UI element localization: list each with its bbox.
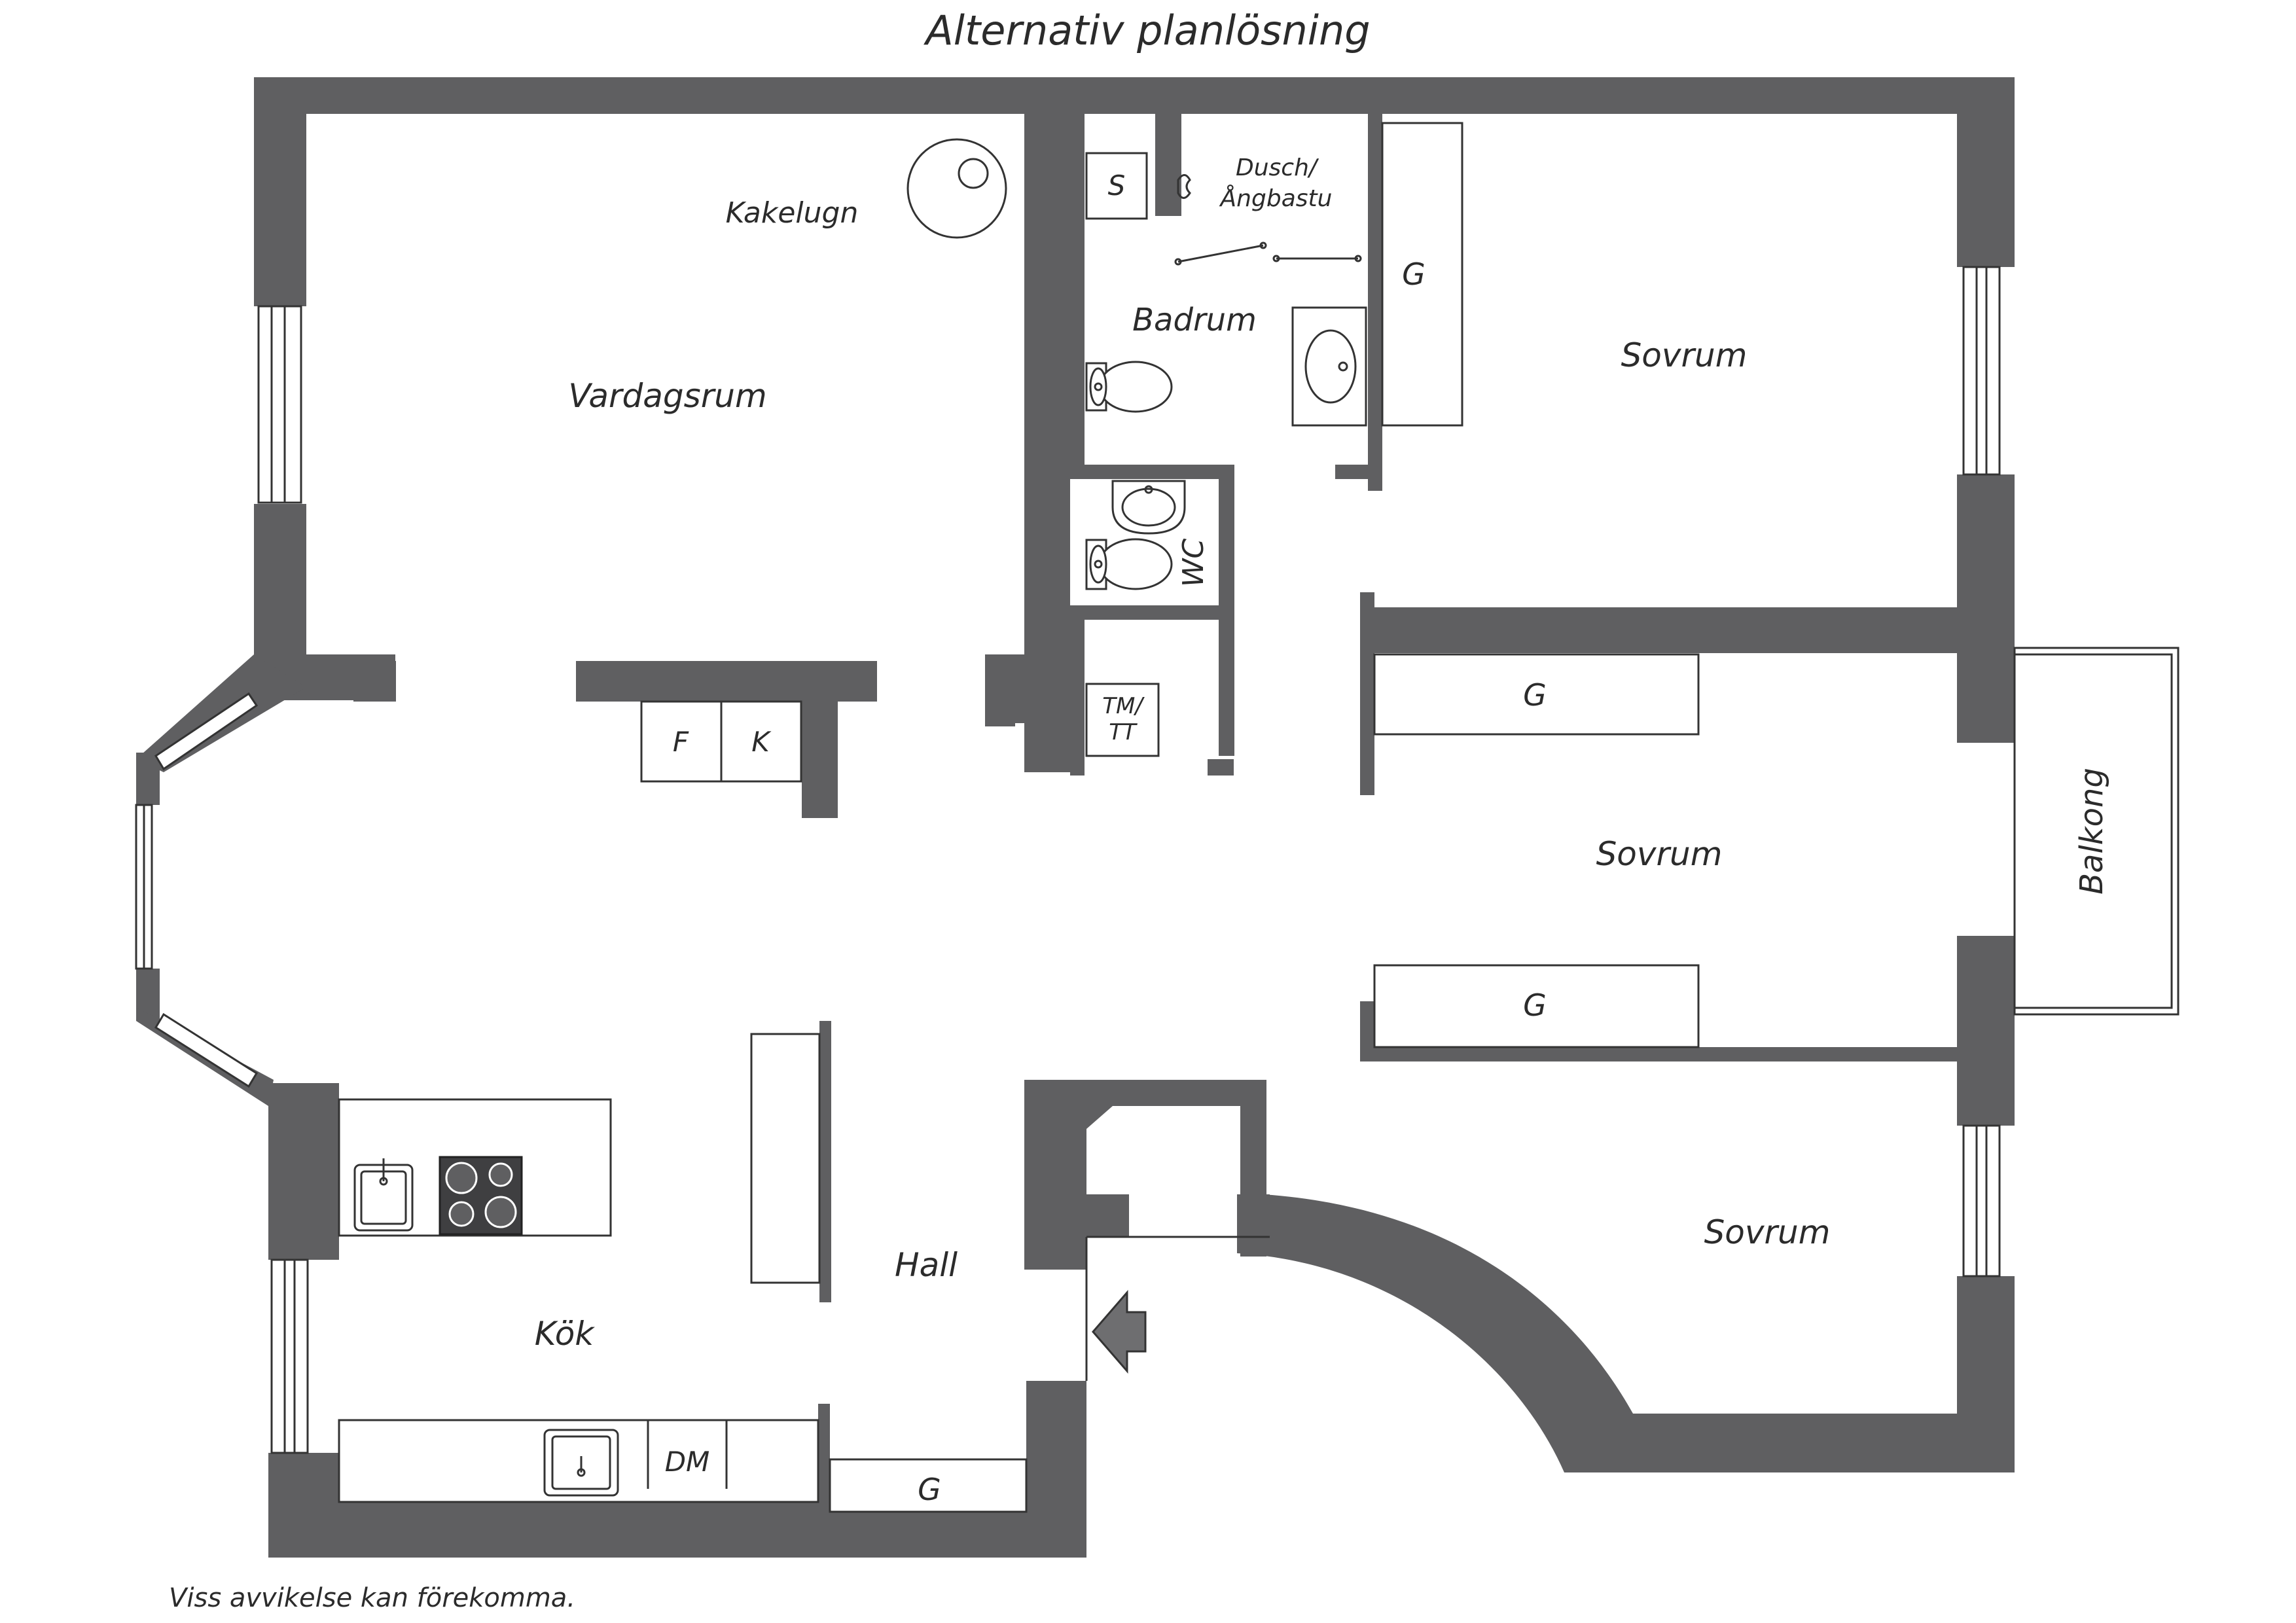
disclaimer-text: Viss avvikelse kan förekomma. (169, 1583, 575, 1613)
washer-dryer (1085, 683, 1160, 757)
wall-fk-right (802, 661, 838, 818)
wall-bedroom3-bottom (1604, 1414, 2015, 1472)
wall-curved (1237, 1194, 1633, 1472)
wall-bottom-right-hall (1026, 1381, 1086, 1558)
room-label-balkong: Balkong (2073, 768, 2110, 895)
hall-closet (829, 1458, 1028, 1513)
kitchen-sink-icon (543, 1429, 619, 1497)
walls (136, 77, 2015, 1558)
kitchen-island-sink-icon (353, 1158, 414, 1232)
label-dm: DM (665, 1446, 710, 1478)
label-g-sovrum2-bottom: G (1523, 988, 1547, 1023)
wall-tm-bottom-stub (1208, 759, 1234, 776)
freezer (720, 700, 802, 783)
label-kakelugn: Kakelugn (726, 196, 859, 230)
cooktop-icon (439, 1156, 523, 1236)
fridge (640, 700, 723, 783)
kakelugn-inner-icon (958, 158, 989, 189)
window-kitchen (270, 1258, 309, 1454)
room-label-sovrum-3: Sovrum (1704, 1213, 1831, 1251)
room-label-sovrum-2: Sovrum (1596, 835, 1723, 873)
wc-toilet-icon (1085, 538, 1173, 590)
window-bedroom3 (1962, 1124, 2001, 1277)
label-g-hall: G (918, 1472, 941, 1507)
wall-bath-wc-divider (1070, 465, 1234, 479)
balcony (2013, 647, 2179, 1016)
window-bay-bottom (154, 1012, 259, 1088)
bath-toilet-icon (1085, 361, 1173, 413)
label-dusch-2: Ångbastu (1219, 184, 1333, 212)
wall-bed2-bed3 (1360, 1047, 2015, 1061)
hall-wardrobe (750, 1033, 821, 1284)
window-living (257, 305, 302, 504)
label-tm: TM/ (1102, 693, 1145, 719)
wall-tm-left (1070, 605, 1085, 776)
label-tt: TT (1109, 719, 1138, 745)
wall-g-partition (818, 1404, 830, 1512)
label-k: K (751, 726, 772, 758)
wall-stub-left (353, 661, 396, 702)
wall-kitchen-left-top (268, 1083, 339, 1260)
wall-living-bath (1024, 111, 1070, 654)
wall-bed-corridor-top (1360, 592, 1374, 795)
window-bay-top (154, 692, 259, 771)
wall-bath-inner (1070, 111, 1085, 478)
shower-screen-icon (1177, 244, 1264, 263)
balcony-inner (2013, 653, 2173, 1009)
windows (135, 266, 2015, 1454)
room-label-vardagsrum: Vardagsrum (568, 377, 766, 415)
wc-sink-icon (1111, 480, 1186, 535)
wall-bed-corridor-bottom (1360, 1001, 1374, 1060)
wall-right-mid2 (1957, 936, 2015, 1126)
bedroom2-wardrobe-top (1373, 653, 1700, 736)
plan-title: Alternativ planlösning (923, 7, 1370, 54)
entry-arrow-icon (1092, 1289, 1147, 1374)
wall-hall-partition (819, 1021, 831, 1302)
label-g-sovrum2-top: G (1523, 677, 1547, 713)
wall-hall-closet (1024, 1080, 1266, 1270)
label-dusch-1: Dusch/ (1236, 154, 1319, 181)
room-label-wc: WC (1177, 539, 1210, 588)
wall-right-top (1957, 77, 2015, 267)
room-label-hall: Hall (895, 1246, 958, 1284)
wall-living-stub-left (985, 654, 1015, 726)
room-label-kok: Kök (535, 1315, 596, 1353)
wall-wc-right (1219, 465, 1234, 609)
wall-shower-top (1155, 111, 1181, 216)
wall-bed3-top (1360, 1047, 1374, 1061)
wall-bath-g-stub (1335, 465, 1382, 479)
window-bedroom1 (1962, 266, 2001, 476)
wall-bay-left-top (136, 753, 160, 805)
room-label-badrum: Badrum (1132, 302, 1257, 338)
cabinet-s (1085, 152, 1148, 220)
bath-wardrobe (1381, 122, 1463, 427)
wall-tm-right (1219, 605, 1234, 756)
room-label-sovrum-1: Sovrum (1621, 336, 1748, 374)
label-s: S (1108, 169, 1126, 202)
wall-wc-bottom (1070, 605, 1234, 620)
label-g-badrum: G (1402, 257, 1426, 292)
wall-top (254, 77, 2015, 114)
wall-bath-g-divider (1368, 111, 1382, 491)
labels: Alternativ planlösning Vardagsrum Kakelu… (169, 7, 2110, 1613)
label-f: F (673, 726, 689, 758)
bedroom2-wardrobe-bottom (1373, 964, 1700, 1048)
kakelugn-icon (906, 138, 1007, 239)
shower-head-icon (1177, 174, 1191, 199)
wall-closet-bottom-right (1237, 1194, 1270, 1237)
fixtures (338, 122, 1700, 1513)
wall-bed1-bed2 (1360, 607, 2015, 653)
wall-left-upper (254, 77, 306, 306)
wall-living-stub-down (1024, 654, 1070, 772)
